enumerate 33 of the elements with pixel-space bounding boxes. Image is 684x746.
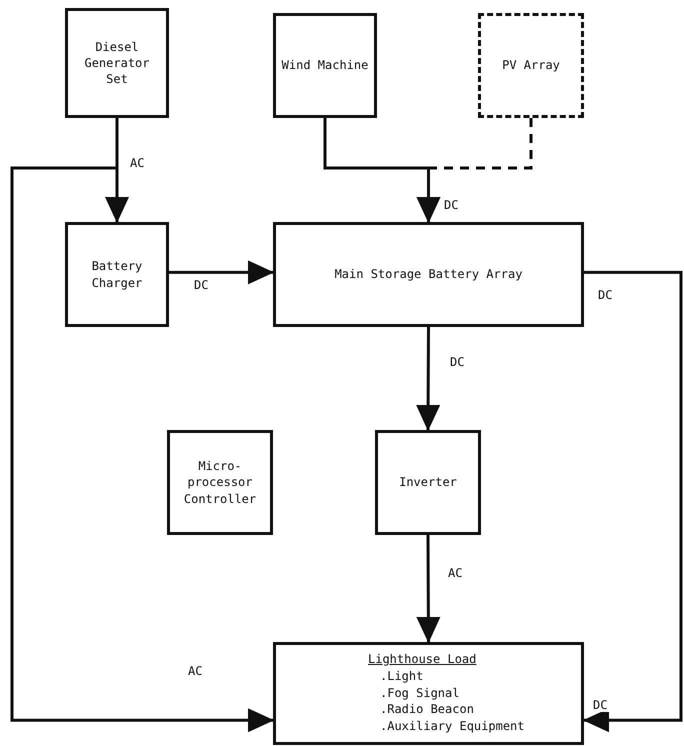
process-box <box>65 222 169 327</box>
edge-label: DC <box>192 278 210 292</box>
process-box <box>273 222 584 327</box>
box-label: Battery Charger <box>90 258 144 291</box>
edge-label: DC <box>596 288 614 302</box>
arrow <box>416 118 532 223</box>
arrow <box>416 327 440 431</box>
edge-label: AC <box>446 566 464 580</box>
edge-label: AC <box>186 664 204 678</box>
edge-label: AC <box>128 156 146 170</box>
list-item: .Auxiliary Equipment <box>379 718 524 735</box>
box-label: PV Array <box>502 57 560 74</box>
process-box <box>375 430 481 535</box>
signal-label: DC <box>591 698 610 712</box>
box-label: Main Storage Battery Array <box>334 266 522 283</box>
box-label: Inverter <box>399 474 457 491</box>
process-box <box>273 13 377 118</box>
list-item: .Light <box>379 668 424 685</box>
process-box <box>478 13 584 118</box>
box-label: Wind Machine <box>282 57 368 74</box>
process-box <box>273 642 584 745</box>
edge-label: DC <box>448 355 466 370</box>
box-label: Micro- processor Controller <box>182 458 258 507</box>
list-item: .Fog Signal <box>379 684 460 702</box>
process-box <box>167 430 273 535</box>
arrow <box>583 270 682 732</box>
box-label: Diesel Generator Set <box>83 38 151 88</box>
arrow <box>416 535 440 643</box>
process-box <box>65 8 169 118</box>
list-item: .Radio Beacon <box>379 701 474 718</box>
box-heading: Lighthouse Load <box>368 651 476 668</box>
arrow <box>169 260 274 284</box>
edge-label: DC <box>442 198 460 212</box>
